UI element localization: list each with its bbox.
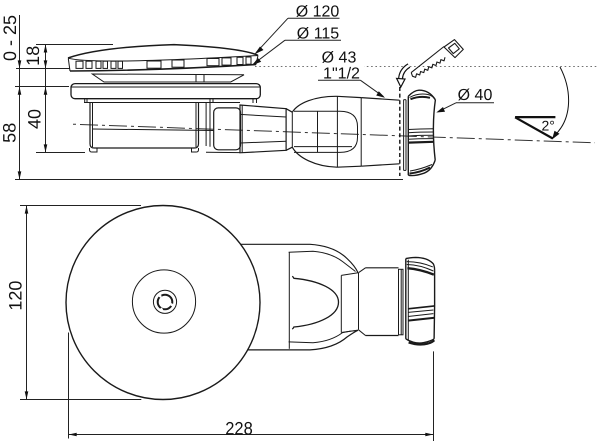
svg-text:Ø 115: Ø 115 <box>297 26 340 43</box>
svg-text:Ø 40: Ø 40 <box>458 87 493 104</box>
svg-text:2°: 2° <box>542 117 555 133</box>
svg-text:58: 58 <box>0 123 20 143</box>
svg-text:120: 120 <box>6 281 26 311</box>
svg-text:0 - 25: 0 - 25 <box>0 15 20 61</box>
svg-text:40: 40 <box>25 109 45 129</box>
svg-text:18: 18 <box>23 46 43 66</box>
svg-text:Ø 43: Ø 43 <box>322 50 357 67</box>
svg-text:Ø 120: Ø 120 <box>296 4 340 21</box>
svg-text:228: 228 <box>225 419 253 439</box>
svg-text:1"1/2: 1"1/2 <box>323 65 360 82</box>
